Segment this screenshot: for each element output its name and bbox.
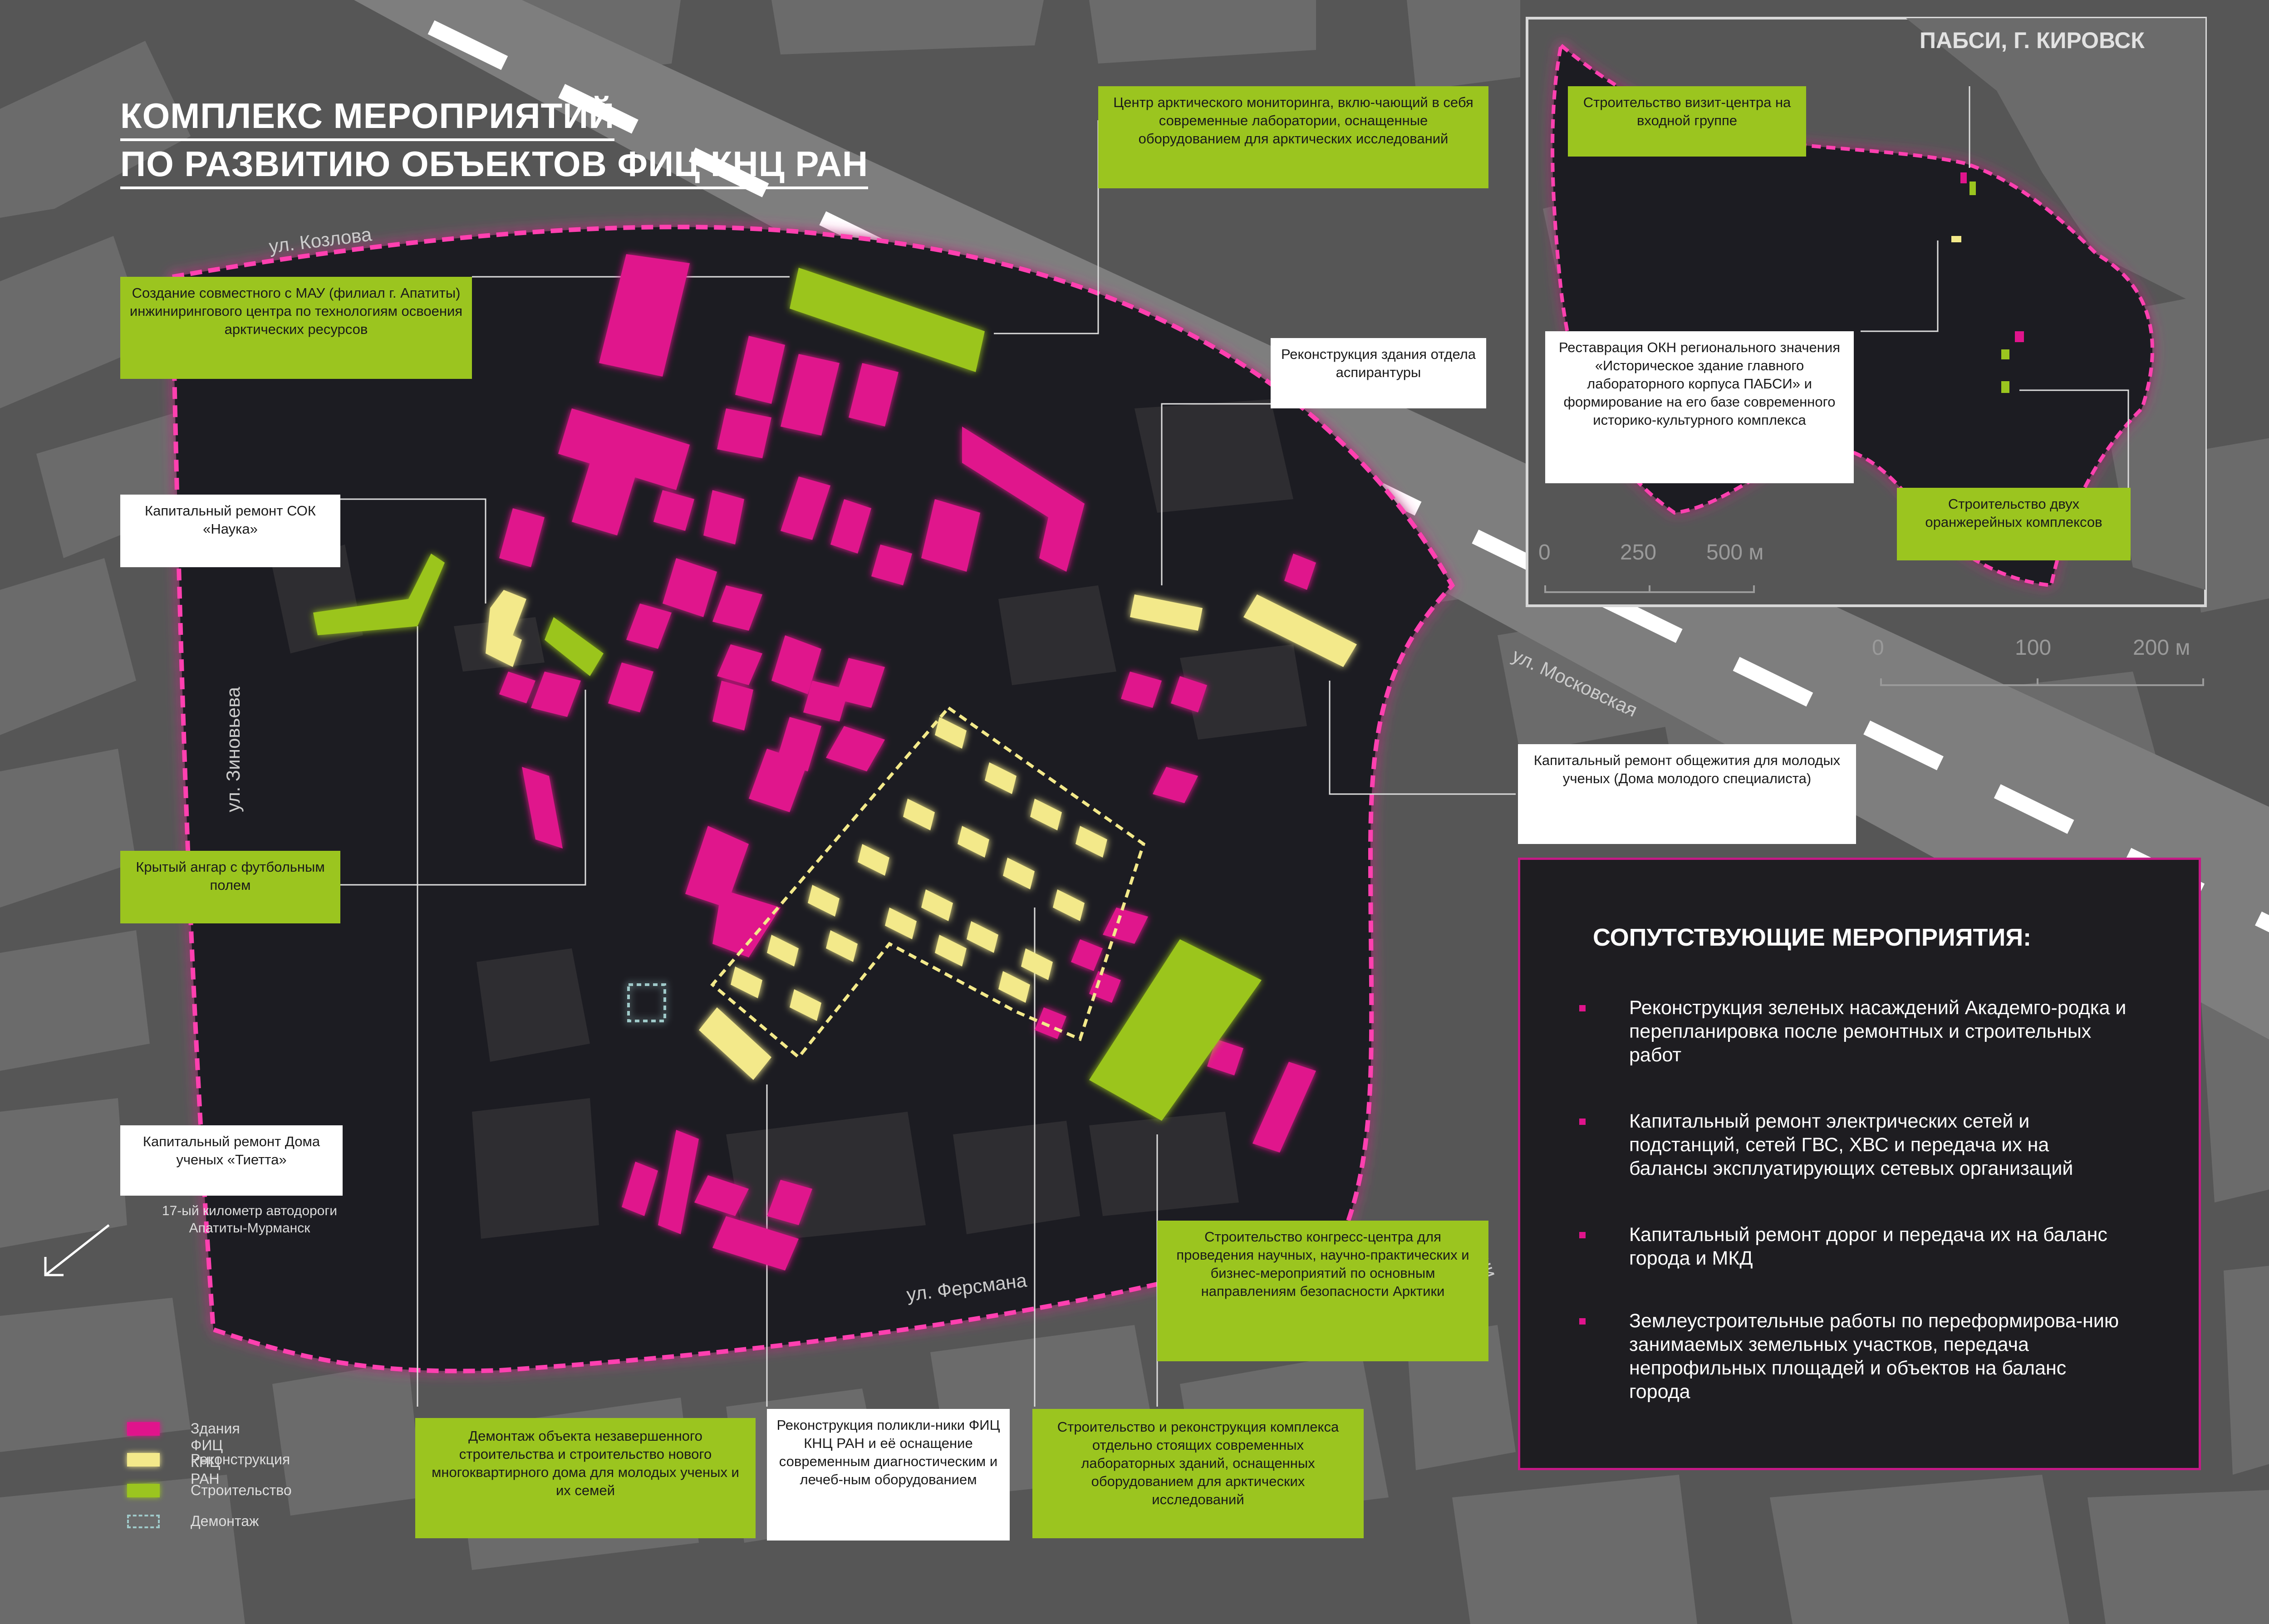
main-scale-0: 0 [1872, 636, 1884, 660]
callout-visitor-center: Строительство визит-центра на входной гр… [1568, 86, 1806, 157]
road-note: 17-ый километр автодороги Апатиты-Мурман… [162, 1203, 338, 1236]
callout-hangar: Крытый ангар с футбольным полем [120, 851, 340, 923]
legend-label-build: Строительство [191, 1482, 292, 1498]
legend-swatch-fic [127, 1422, 160, 1436]
side-item-3-text: Капитальный ремонт дорог и передача их н… [1629, 1224, 2107, 1269]
map-title: КОМПЛЕКС МЕРОПРИЯТИЙ ПО РАЗВИТИЮ ОБЪЕКТО… [120, 93, 869, 189]
callout-congress: Строительство конгресс-центра для провед… [1157, 1221, 1488, 1361]
side-item-1: Реконструкция зеленых насаждений Академг… [1579, 996, 2128, 1067]
callout-postgrad: Реконструкция здания отдела аспирантуры [1271, 338, 1486, 408]
inset-scale-250: 250 [1620, 540, 1657, 564]
side-item-2-text: Капитальный ремонт электрических сетей и… [1629, 1110, 2073, 1179]
callout-tietta: Капитальный ремонт Дома ученых «Тиетта» [120, 1125, 343, 1196]
leader-lines [340, 86, 2129, 1407]
legend-item-recon: Реконструкция [127, 1451, 290, 1468]
callout-sok-nauka: Капитальный ремонт СОК «Наука» [120, 495, 340, 567]
inset-scale-bar [1544, 585, 1755, 593]
main-scale-bar [1880, 678, 2204, 686]
recon-buildings [486, 590, 1357, 1080]
side-item-2: Капитальный ремонт электрических сетей и… [1579, 1109, 2128, 1180]
road-arrow [44, 1224, 110, 1276]
bullet-icon [1579, 1005, 1586, 1011]
side-item-4-text: Землеустроительные работы по переформиро… [1629, 1310, 2119, 1403]
bullet-icon [1579, 1318, 1586, 1325]
legend-label-demolition: Демонтаж [191, 1513, 259, 1529]
callout-mau-center: Создание совместного с МАУ (филиал г. Ап… [120, 277, 472, 379]
side-panel-heading: СОПУТСТВУЮЩИЕ МЕРОПРИЯТИЯ: [1593, 924, 2032, 951]
callout-arctic-monitoring: Центр арктического мониторинга, вклю-чаю… [1098, 86, 1488, 188]
legend-swatch-demolition [127, 1515, 160, 1528]
main-scale-200: 200 м [2133, 636, 2190, 660]
fic-buildings [499, 254, 1316, 1271]
legend-swatch-recon [127, 1453, 160, 1467]
map-title-line1: КОМПЛЕКС МЕРОПРИЯТИЙ [120, 93, 615, 141]
bullet-icon [1579, 1119, 1586, 1125]
main-scale-100: 100 [2015, 636, 2052, 660]
callout-dormitory: Капитальный ремонт общежития для молодых… [1518, 744, 1856, 844]
inset-title: ПАБСИ, Г. КИРОВСК [1920, 28, 2145, 53]
callout-polyclinic: Реконструкция поликли-ники ФИЦ КНЦ РАН и… [767, 1409, 1010, 1541]
inset-scale-500: 500 м [1706, 540, 1764, 564]
demolition-site [627, 983, 666, 1022]
inset-scale-0: 0 [1538, 540, 1551, 564]
legend-item-demolition: Демонтаж [127, 1513, 259, 1530]
build-buildings [313, 268, 1262, 1121]
side-item-3: Капитальный ремонт дорог и передача их н… [1579, 1223, 2128, 1270]
callout-okn-restoration: Реставрация ОКН регионального значения «… [1545, 331, 1854, 483]
street-label-zinovieva: ул. Зиновьева [222, 687, 244, 812]
legend-label-recon: Реконструкция [191, 1451, 290, 1467]
side-item-1-text: Реконструкция зеленых насаждений Академг… [1629, 997, 2127, 1066]
side-item-4: Землеустроительные работы по переформиро… [1579, 1309, 2128, 1403]
callout-greenhouses: Строительство двух оранжерейных комплекс… [1897, 488, 2131, 560]
bullet-icon [1579, 1232, 1586, 1238]
legend-label-fic: Здания ФИЦ КНЦ РАН [191, 1420, 240, 1487]
legend-swatch-build [127, 1484, 160, 1497]
map-title-line2: ПО РАЗВИТИЮ ОБЪЕКТОВ ФИЦ КНЦ РАН [120, 141, 869, 189]
side-panel: СОПУТСТВУЮЩИЕ МЕРОПРИЯТИЯ: Реконструкция… [1518, 858, 2201, 1470]
legend-item-fic: Здания ФИЦ КНЦ РАН [127, 1420, 240, 1487]
callout-lab-complex: Строительство и реконструкция комплекса … [1032, 1409, 1364, 1538]
callout-demolition-housing: Демонтаж объекта незавершенного строител… [415, 1418, 756, 1538]
legend-item-build: Строительство [127, 1482, 292, 1499]
